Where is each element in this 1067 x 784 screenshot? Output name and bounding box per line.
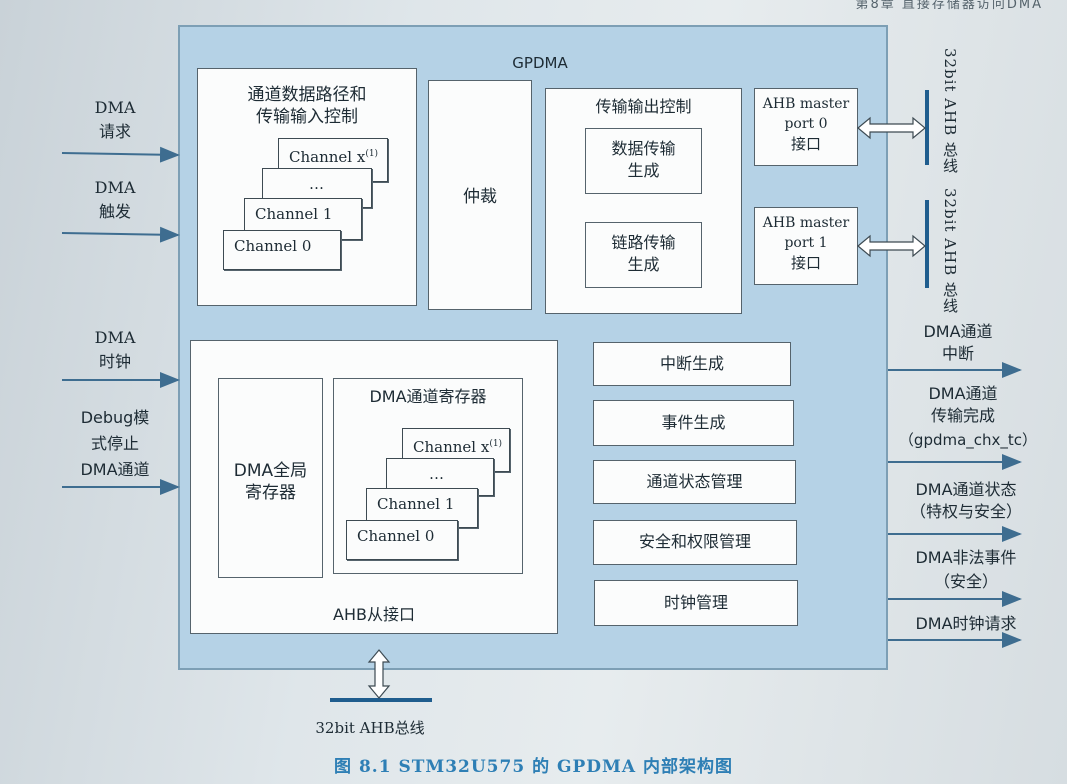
channel-state-label: 通道状态管理	[646, 472, 743, 491]
ahb-master-1-box	[754, 207, 858, 285]
arbiter-box	[428, 80, 532, 310]
ahb-master-0-box	[754, 88, 858, 166]
event-gen-box	[593, 400, 794, 446]
interrupt-gen-box	[593, 342, 791, 386]
input-debug-2: 式停止	[90, 434, 139, 453]
input-debug-1: Debug模	[80, 408, 150, 427]
output-control-title: 传输输出控制	[595, 97, 692, 116]
double-arrow-port0	[857, 116, 926, 140]
ahb-master-1-line1: AHB master	[762, 215, 850, 231]
output-state-1: DMA通道状态	[915, 480, 1017, 499]
link-transfer-box	[585, 222, 702, 288]
output-tc-1: DMA通道	[928, 384, 998, 403]
input-dma-clock-1: DMA	[94, 328, 136, 347]
double-arrow-slave	[367, 649, 391, 699]
output-tc-2: 传输完成	[930, 406, 995, 425]
output-interrupt-2: 中断	[941, 344, 974, 363]
global-regs-line2: 寄存器	[245, 483, 296, 503]
input-dma-request-1: DMA	[94, 98, 136, 117]
output-state-2: （特权与安全）	[909, 502, 1022, 521]
global-regs-line1: DMA全局	[233, 461, 308, 481]
security-box	[593, 520, 797, 565]
ahb-master-1-line3: 接口	[790, 254, 821, 272]
clock-mgmt-box	[594, 580, 798, 626]
gpdma-title: GPDMA	[512, 54, 568, 72]
channel-0: Channel 0	[223, 230, 341, 270]
global-regs-box	[218, 378, 323, 578]
page-header: 第8章 直接存储器访问DMA	[855, 0, 1043, 12]
bus-label-0: 32bit AHB 总线	[941, 48, 959, 174]
ahb-master-0-line1: AHB master	[762, 96, 850, 112]
reg-channel-0: Channel 0	[346, 520, 458, 560]
input-dma-request-2: 请求	[98, 122, 131, 141]
output-illegal-2: （安全）	[933, 572, 998, 591]
arrow-dma-trigger	[61, 226, 180, 243]
ahb-slave-label: AHB从接口	[333, 605, 415, 624]
arbiter-label: 仲裁	[463, 187, 497, 207]
security-label: 安全和权限管理	[638, 532, 751, 551]
interrupt-gen-label: 中断生成	[659, 354, 724, 373]
channel-state-box	[593, 460, 796, 504]
output-clock-req: DMA时钟请求	[915, 614, 1017, 633]
reg-channel-1: Channel 1	[366, 488, 478, 528]
bottom-bus-label: 32bit AHB总线	[315, 719, 425, 737]
link-transfer-line1: 链路传输	[611, 233, 676, 252]
data-transfer-line2: 生成	[627, 161, 660, 180]
clock-mgmt-label: 时钟管理	[663, 593, 728, 612]
output-illegal-1: DMA非法事件	[915, 548, 1017, 567]
data-transfer-box	[585, 128, 702, 194]
input-debug-3: DMA通道	[80, 460, 150, 479]
channel-path-title-1: 通道数据路径和	[247, 85, 367, 105]
arrow-dma-request	[61, 146, 180, 163]
figure-caption: 图 8.1 STM32U575 的 GPDMA 内部架构图	[334, 757, 733, 777]
output-tc-3: （gpdma_chx_tc）	[898, 431, 1038, 449]
channel-path-title-2: 传输输入控制	[256, 107, 358, 127]
channel-regs-title: DMA通道寄存器	[369, 387, 487, 406]
ahb-master-0-line3: 接口	[790, 135, 821, 153]
input-dma-trigger-2: 触发	[98, 202, 131, 221]
data-transfer-line1: 数据传输	[611, 139, 676, 158]
input-dma-trigger-1: DMA	[94, 178, 136, 197]
double-arrow-port1	[857, 234, 926, 258]
input-dma-clock-2: 时钟	[98, 352, 131, 371]
ahb-master-1-line2: port 1	[784, 235, 828, 251]
event-gen-label: 事件生成	[661, 413, 726, 432]
link-transfer-line2: 生成	[627, 255, 660, 274]
bus-label-1: 32bit AHB 总线	[941, 188, 959, 314]
ahb-master-0-line2: port 0	[784, 116, 828, 132]
output-interrupt-1: DMA通道	[923, 322, 993, 341]
